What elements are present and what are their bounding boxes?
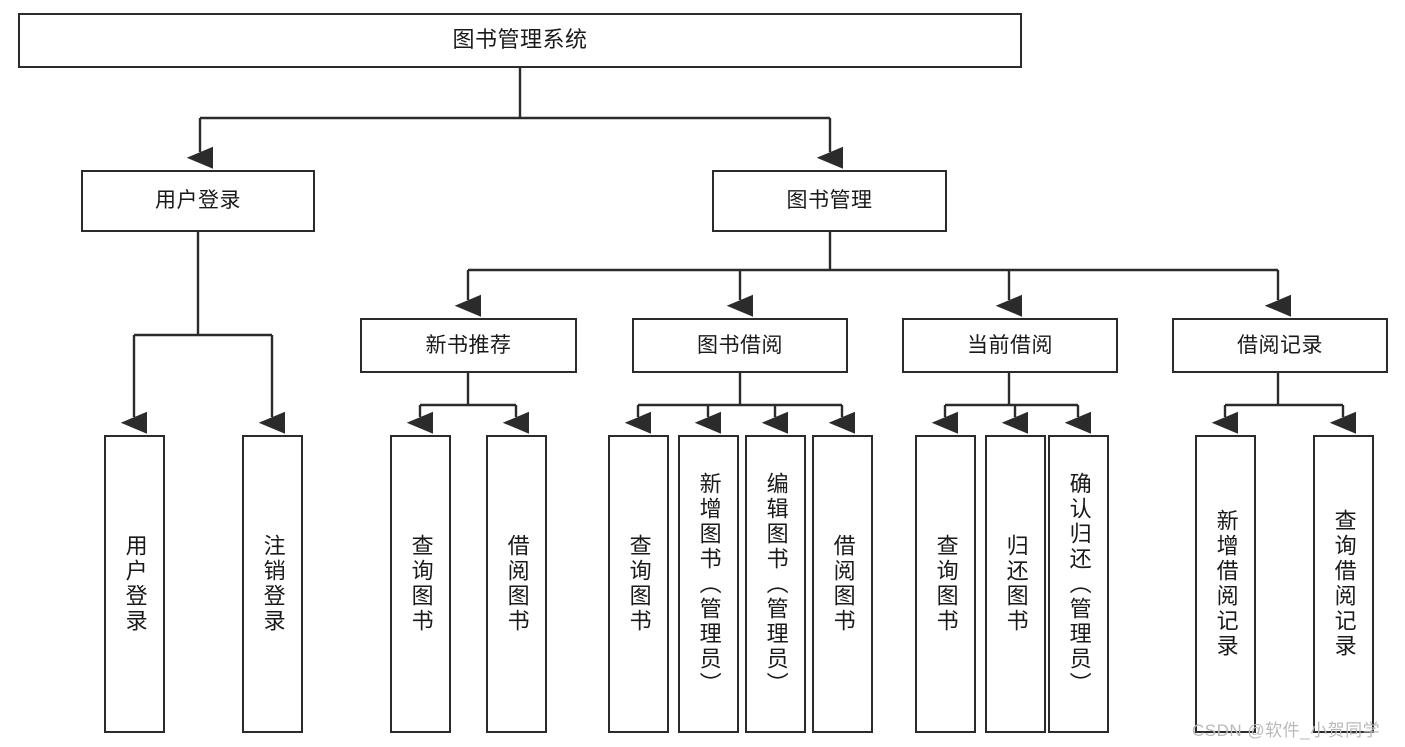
node-new-book-recommend[interactable]: 新书推荐 <box>360 318 577 373</box>
node-book-borrow[interactable]: 图书借阅 <box>632 318 848 373</box>
node-leaf-borrow-book-1-label: 借阅图书 <box>504 534 530 634</box>
node-user-login[interactable]: 用户登录 <box>81 170 315 232</box>
node-leaf-return-book[interactable]: 归还图书 <box>985 435 1046 733</box>
node-root-label: 图书管理系统 <box>452 27 588 53</box>
node-leaf-query-book-1[interactable]: 查询图书 <box>390 435 451 733</box>
node-leaf-confirm-return[interactable]: 确认归还（管理员） <box>1048 435 1109 733</box>
node-borrow-record[interactable]: 借阅记录 <box>1172 318 1388 373</box>
node-current-borrow[interactable]: 当前借阅 <box>902 318 1118 373</box>
node-leaf-query-book-2-label: 查询图书 <box>626 534 652 634</box>
node-leaf-borrow-book-1[interactable]: 借阅图书 <box>486 435 547 733</box>
node-leaf-borrow-book-2[interactable]: 借阅图书 <box>812 435 873 733</box>
node-leaf-borrow-book-2-label: 借阅图书 <box>830 534 856 634</box>
node-leaf-add-book[interactable]: 新增图书（管理员） <box>678 435 739 733</box>
node-root[interactable]: 图书管理系统 <box>18 13 1022 68</box>
node-leaf-user-login[interactable]: 用户登录 <box>104 435 165 733</box>
node-leaf-logout-login[interactable]: 注销登录 <box>242 435 303 733</box>
node-book-management[interactable]: 图书管理 <box>712 170 947 232</box>
node-book-management-label: 图书管理 <box>786 189 873 213</box>
node-book-borrow-label: 图书借阅 <box>697 333 783 357</box>
node-leaf-add-record[interactable]: 新增借阅记录 <box>1195 435 1256 733</box>
node-leaf-query-record-label: 查询借阅记录 <box>1331 509 1357 659</box>
node-borrow-record-label: 借阅记录 <box>1237 333 1323 357</box>
node-leaf-return-book-label: 归还图书 <box>1003 534 1029 634</box>
node-leaf-query-book-3-label: 查询图书 <box>933 534 959 634</box>
node-leaf-query-book-3[interactable]: 查询图书 <box>915 435 976 733</box>
node-leaf-query-book-2[interactable]: 查询图书 <box>608 435 669 733</box>
node-leaf-query-book-1-label: 查询图书 <box>408 534 434 634</box>
node-leaf-logout-login-label: 注销登录 <box>260 534 286 634</box>
node-user-login-label: 用户登录 <box>155 189 241 213</box>
watermark: CSDN @软件_小贺同学 <box>1192 721 1381 740</box>
node-leaf-add-book-label: 新增图书（管理员） <box>696 471 722 697</box>
node-new-book-recommend-label: 新书推荐 <box>425 333 512 357</box>
node-current-borrow-label: 当前借阅 <box>967 333 1053 357</box>
node-leaf-confirm-return-label: 确认归还（管理员） <box>1066 471 1092 697</box>
node-leaf-edit-book[interactable]: 编辑图书（管理员） <box>745 435 806 733</box>
node-leaf-edit-book-label: 编辑图书（管理员） <box>763 471 789 697</box>
node-leaf-user-login-label: 用户登录 <box>122 534 148 634</box>
node-leaf-query-record[interactable]: 查询借阅记录 <box>1313 435 1374 733</box>
node-leaf-add-record-label: 新增借阅记录 <box>1213 509 1239 659</box>
